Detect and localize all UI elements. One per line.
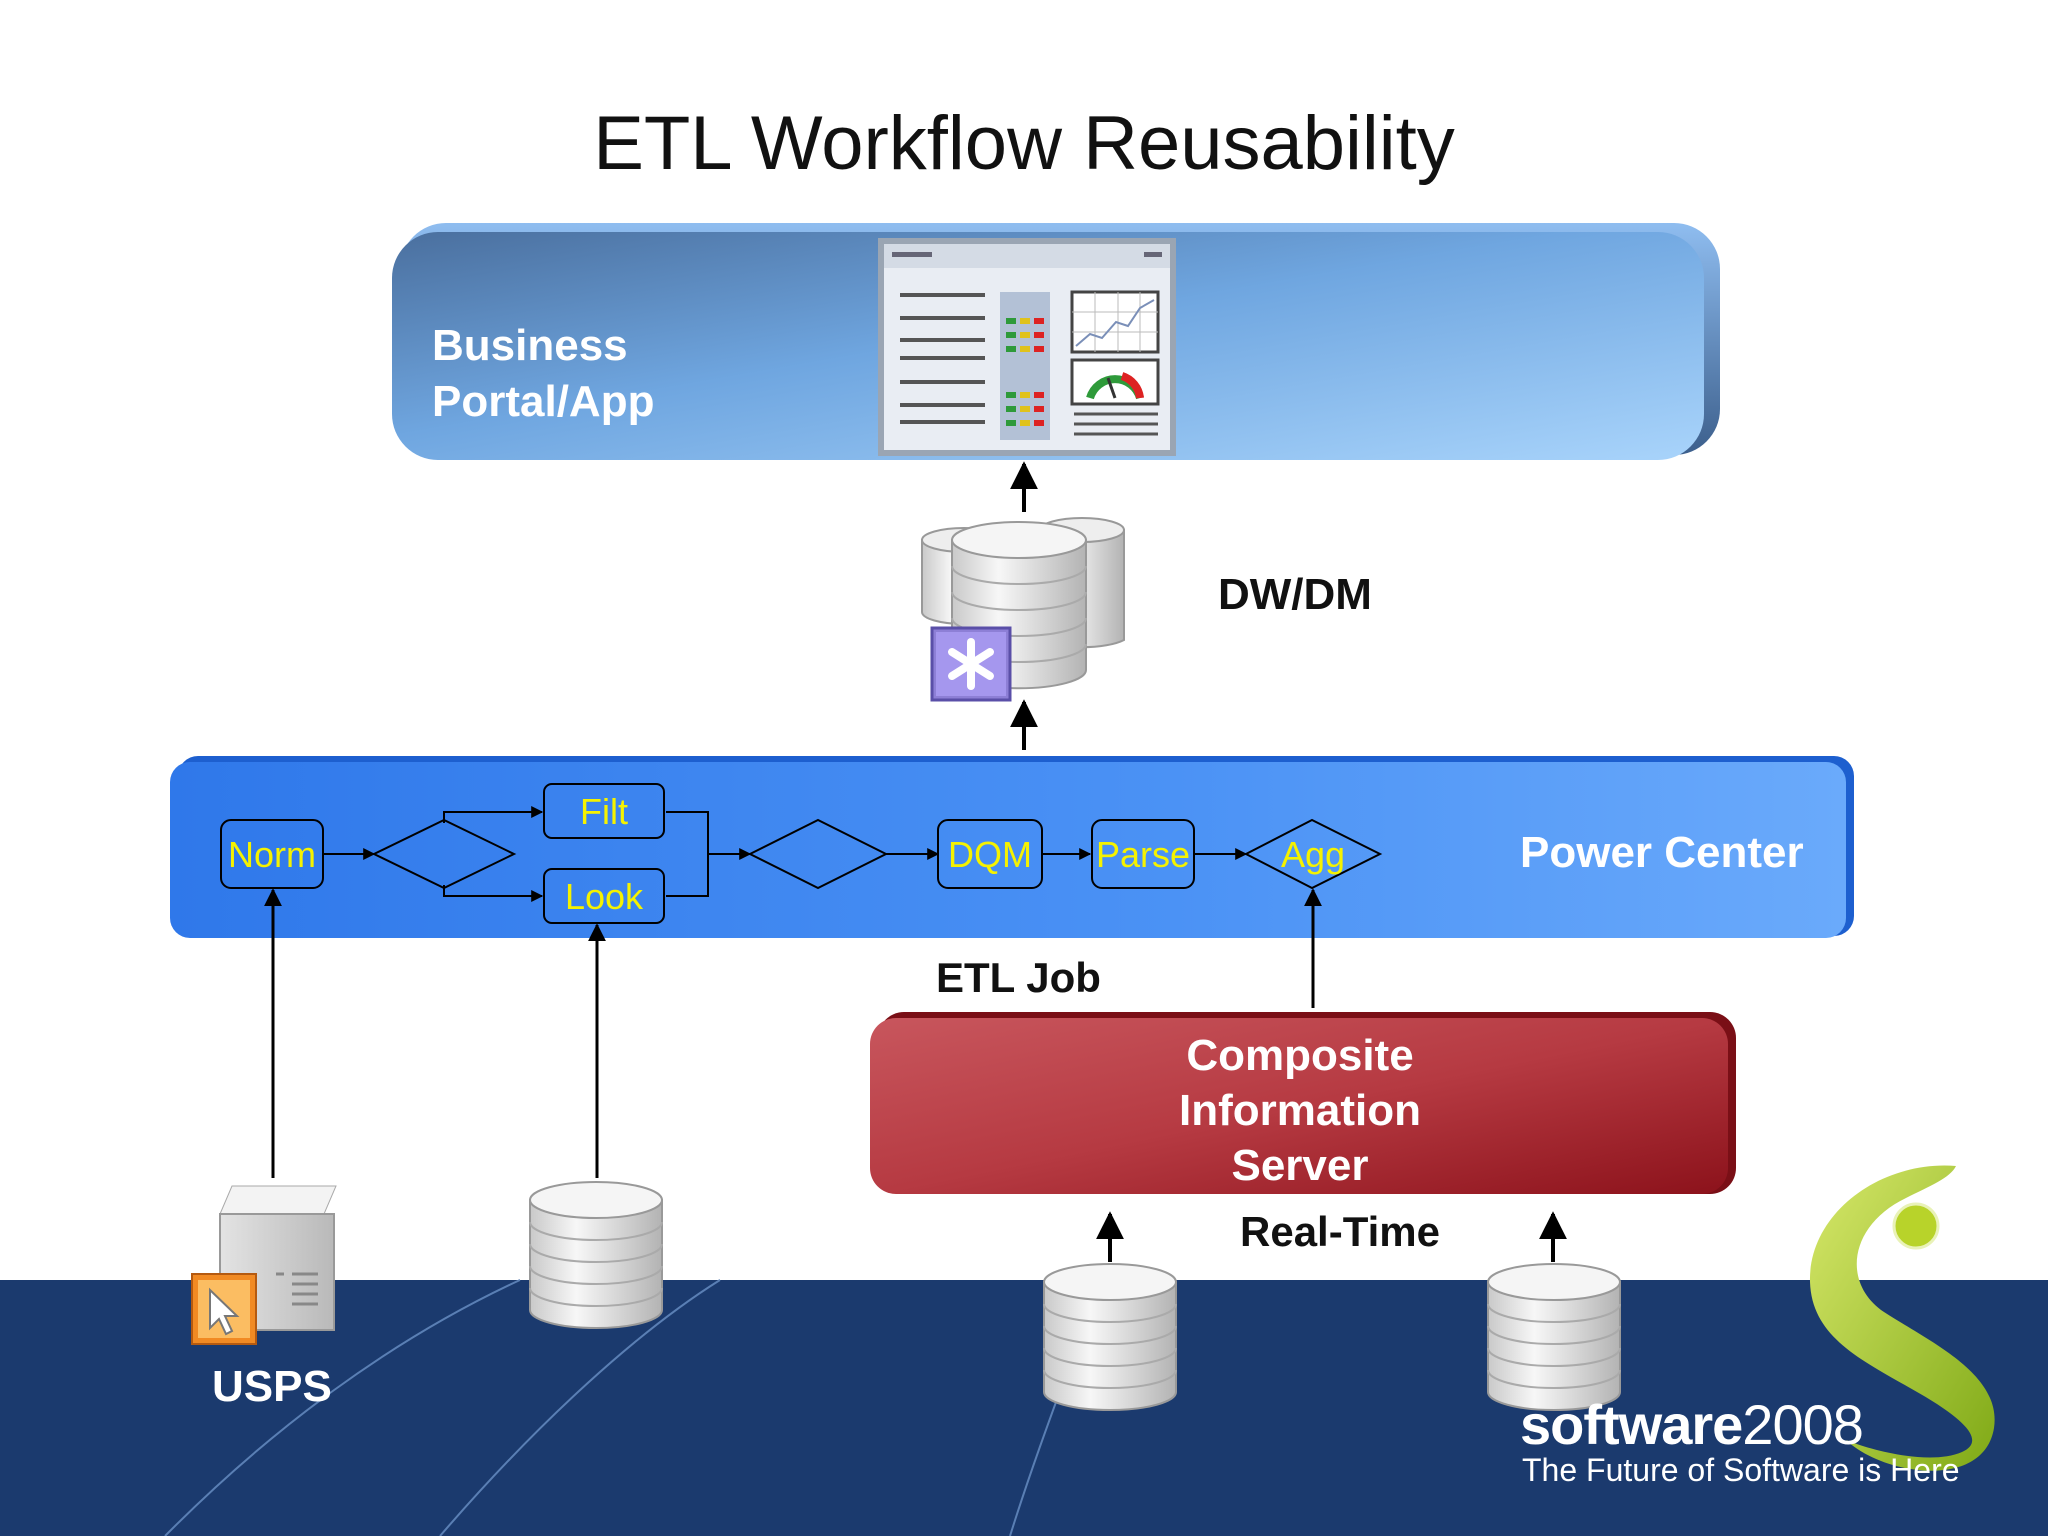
portal-label-line1: Business xyxy=(432,321,628,370)
brand-year: 2008 xyxy=(1742,1393,1864,1456)
decision-diamond-1 xyxy=(371,818,517,890)
parse-box xyxy=(1091,819,1195,889)
realtime-label: Real-Time xyxy=(1240,1208,1440,1255)
realtime-database-icon-2 xyxy=(1487,1263,1621,1411)
norm-box xyxy=(220,819,324,889)
filt-box xyxy=(543,783,665,839)
power-center-bar xyxy=(170,762,1846,938)
brand-name: software2008 xyxy=(1520,1392,1864,1457)
source-database-icon xyxy=(529,1181,663,1329)
realtime-database-icon-1 xyxy=(1043,1263,1177,1411)
cis-bar xyxy=(870,1018,1728,1194)
filt-node-label: Filt xyxy=(580,791,628,832)
cis-label-line1: Composite xyxy=(1186,1031,1414,1080)
agg-diamond xyxy=(1243,818,1383,890)
look-node-label: Look xyxy=(565,876,644,917)
parse-node-label: Parse xyxy=(1096,834,1190,875)
etl-job-label: ETL Job xyxy=(936,954,1101,1001)
portal-label: Business Portal/App xyxy=(432,318,654,430)
page-title: ETL Workflow Reusability xyxy=(593,101,1455,186)
dqm-node-label: DQM xyxy=(948,834,1032,875)
brand-tagline: The Future of Software is Here xyxy=(1522,1452,1960,1488)
software2008-logo-icon xyxy=(1809,1165,1995,1471)
power-center-label: Power Center xyxy=(1520,828,1804,877)
agg-node-label: Agg xyxy=(1281,834,1345,875)
brand-word: software xyxy=(1520,1393,1743,1456)
dqm-box xyxy=(937,819,1043,889)
portal-label-line2: Portal/App xyxy=(432,377,655,426)
dashboard-icon xyxy=(878,238,1176,456)
dwdm-label: DW/DM xyxy=(1218,570,1372,619)
cis-label-line3: Server xyxy=(1231,1141,1369,1190)
usps-server-icon xyxy=(191,1185,337,1345)
look-box xyxy=(543,868,665,924)
dwdm-database-icon xyxy=(921,517,1125,702)
norm-node-label: Norm xyxy=(228,834,316,875)
cis-label-line2: Information xyxy=(1179,1086,1421,1135)
usps-label: USPS xyxy=(212,1362,332,1411)
decision-diamond-2 xyxy=(747,818,889,890)
cis-label: Composite Information Server xyxy=(870,1028,1730,1193)
